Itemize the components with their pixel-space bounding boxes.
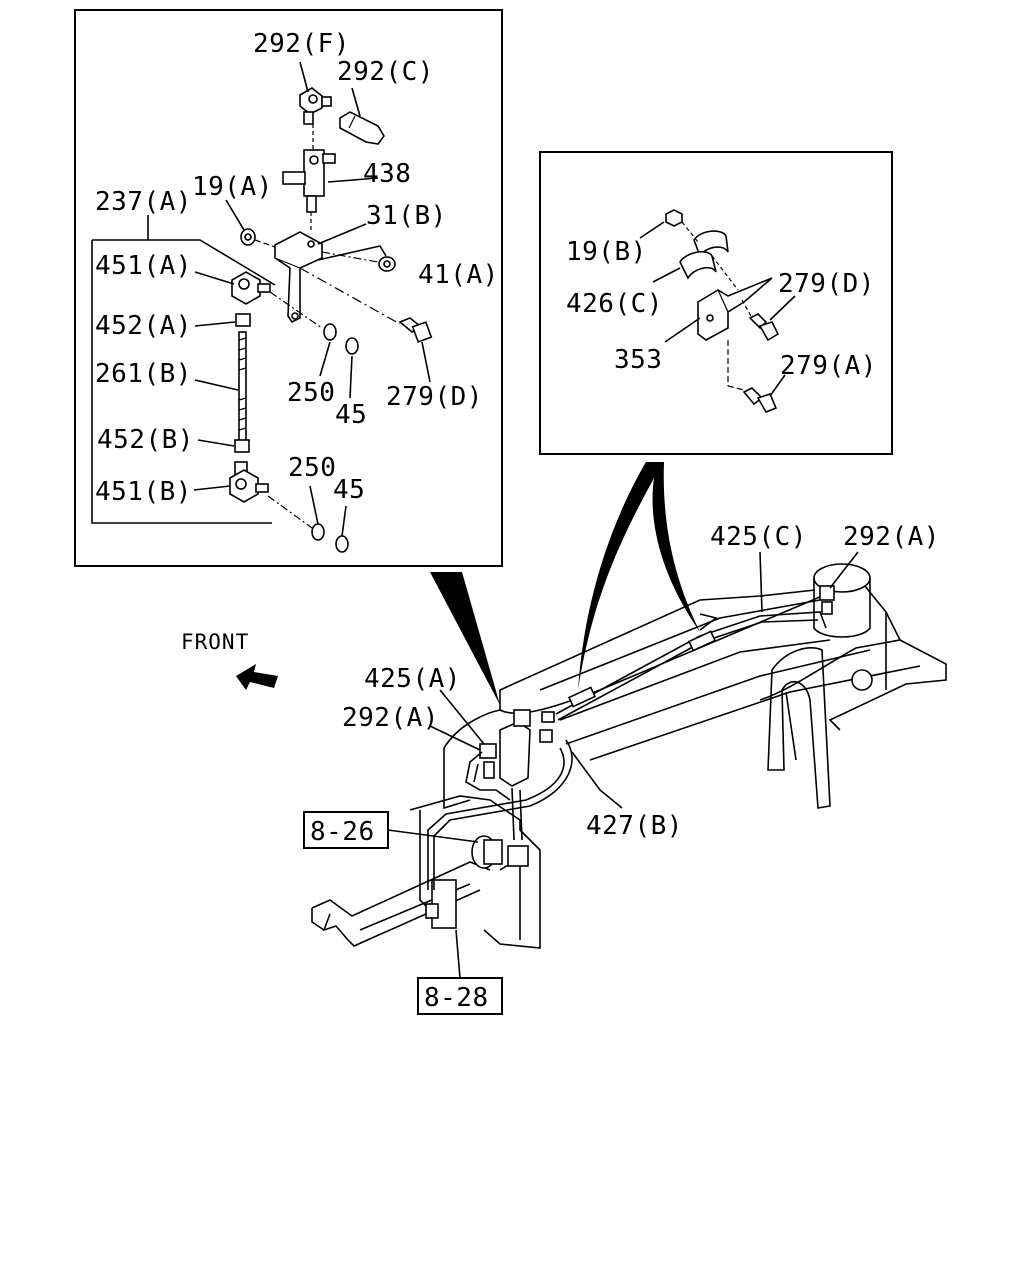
- left-inset: 292(F) 292(C) 438 19(A) 237(A) 31(B) 41(…: [74, 9, 503, 567]
- label-45a: 45: [335, 400, 367, 430]
- bracket-353: [697, 277, 773, 341]
- label-45b: 45: [333, 475, 365, 505]
- nut-452A: [235, 313, 251, 327]
- washer-250b: [311, 523, 325, 541]
- callout-wedges: [430, 462, 700, 705]
- washer-250a: [323, 323, 337, 341]
- clip-426C: [679, 230, 729, 280]
- fitting-292A-right: [819, 585, 835, 615]
- label-261B: 261(B): [95, 359, 192, 389]
- front-label: FRONT: [181, 630, 249, 654]
- right-inset: 19(B) 426(C) 353 279(D) 279(A): [539, 151, 893, 455]
- bolt-279A: [742, 387, 778, 414]
- subassembly-bracket: [91, 240, 272, 524]
- label-438: 438: [363, 159, 411, 189]
- label-279D: 279(D): [386, 382, 483, 412]
- left-callout-wedge: [430, 572, 500, 705]
- label-353: 353: [614, 345, 662, 375]
- right-inset-frame: [539, 151, 893, 455]
- nut-19A: [240, 228, 256, 246]
- label-292C: 292(C): [337, 57, 434, 87]
- label-292A-left: 292(A): [342, 703, 439, 733]
- fitting-292A-left: [479, 743, 497, 779]
- nut-452B: [234, 439, 250, 453]
- frame-hole: [851, 669, 873, 691]
- label-426C: 426(C): [566, 289, 663, 319]
- elbow-451A: [231, 271, 271, 305]
- bracket-31B: [274, 231, 323, 324]
- front-arrow-icon: [236, 664, 278, 690]
- label-451A: 451(A): [95, 251, 192, 281]
- front-indicator: FRONT: [181, 630, 278, 690]
- elbow-fitting-292F: [299, 87, 332, 125]
- label-250a: 250: [287, 378, 335, 408]
- label-279D-right: 279(D): [778, 269, 875, 299]
- elbow-451B: [229, 461, 269, 503]
- left-inset-frame: [74, 9, 503, 567]
- ref-box-8-26: 8-26: [303, 811, 389, 849]
- bolt-279D: [398, 317, 433, 343]
- tee-fitting-438: [282, 149, 336, 213]
- air-tank: [813, 563, 871, 638]
- ref-box-8-28: 8-28: [417, 977, 503, 1015]
- label-292A-right: 292(A): [843, 522, 940, 552]
- nut-19B: [665, 209, 683, 227]
- cap-fitting-292C: [339, 111, 385, 145]
- rod-261B: [238, 331, 247, 445]
- label-19A: 19(A): [192, 172, 273, 202]
- pipe-425C: [555, 611, 827, 715]
- label-452A: 452(A): [95, 311, 192, 341]
- label-8-26: 8-26: [310, 817, 375, 847]
- label-8-28: 8-28: [424, 983, 489, 1013]
- label-31B: 31(B): [366, 201, 447, 231]
- label-19B: 19(B): [566, 237, 647, 267]
- label-292F: 292(F): [253, 29, 350, 59]
- label-427B: 427(B): [586, 811, 683, 841]
- label-451B: 451(B): [95, 477, 192, 507]
- label-425C: 425(C): [710, 522, 807, 552]
- nut-41A: [378, 256, 396, 272]
- label-452B: 452(B): [97, 425, 194, 455]
- label-41A: 41(A): [418, 260, 499, 290]
- nut-45b: [335, 535, 349, 553]
- relay-valve: [499, 709, 555, 787]
- label-425A: 425(A): [364, 664, 461, 694]
- bolt-279D-right: [748, 313, 780, 342]
- pipe-427B: [433, 739, 573, 890]
- valve-8-26: [471, 835, 529, 869]
- label-279A: 279(A): [780, 351, 877, 381]
- label-237A: 237(A): [95, 187, 192, 217]
- nut-45a: [345, 337, 359, 355]
- pipe-425A: [465, 751, 511, 801]
- label-250b: 250: [288, 453, 336, 483]
- main-assembly: 425(C) 292(A) 425(A) 292(A) 427(B) 8-26 …: [303, 522, 947, 1015]
- right-callout-wedge: [578, 462, 700, 690]
- valve-8-28: [425, 879, 457, 929]
